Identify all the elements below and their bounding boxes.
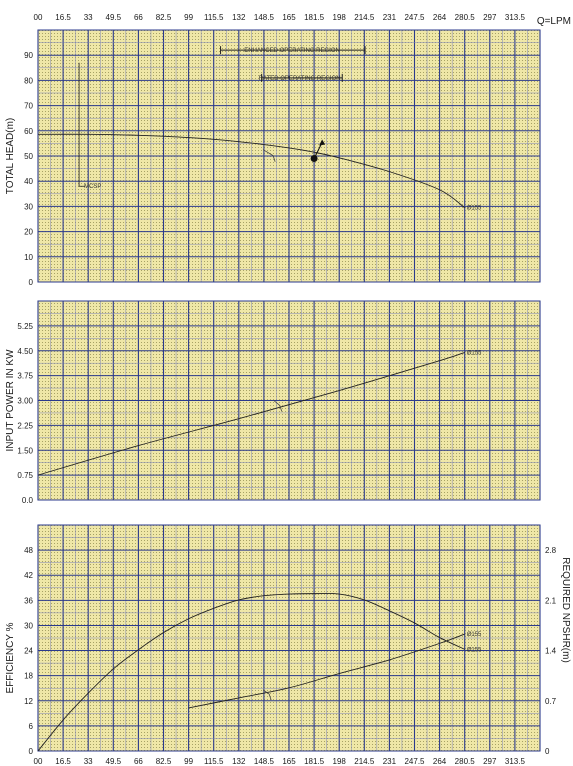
ytick-label-right: 0.7 xyxy=(545,697,557,706)
xtick-label-bottom: 66 xyxy=(134,757,143,766)
curve-label: Ø155 xyxy=(467,632,482,638)
enhanced-region-label: ENHANCED OPERATING REGION xyxy=(244,48,340,54)
curve-label: Ø155 xyxy=(467,350,482,356)
xtick-label-bottom: 313.5 xyxy=(505,757,526,766)
mcsp-marker xyxy=(78,62,86,187)
panel-2 xyxy=(37,300,541,501)
y-axis-title: INPUT POWER IN KW xyxy=(5,349,16,452)
panel-3 xyxy=(37,524,541,752)
ytick-label: 20 xyxy=(24,228,33,237)
ytick-label: 3.75 xyxy=(17,372,33,381)
xtick-label-bottom: 00 xyxy=(34,757,43,766)
ytick-label: 5.25 xyxy=(17,322,33,331)
curve-1 xyxy=(37,133,465,209)
xtick-label-top: 313.5 xyxy=(505,13,526,22)
ytick-label-right: 0 xyxy=(545,747,550,756)
y-axis-title: TOTAL HEAD(m) xyxy=(5,118,16,194)
ytick-label-right: 1.4 xyxy=(545,647,557,656)
ytick-label: 18 xyxy=(24,672,33,681)
xtick-label-bottom: 181.5 xyxy=(304,757,325,766)
ytick-label: 24 xyxy=(24,647,33,656)
y-axis-title: EFFICIENCY % xyxy=(5,622,16,693)
xtick-label-bottom: 16.5 xyxy=(55,757,71,766)
xtick-label-bottom: 148.5 xyxy=(254,757,275,766)
curve-3 xyxy=(37,593,465,752)
ytick-label: 10 xyxy=(24,253,33,262)
xtick-label-top: 264 xyxy=(433,13,447,22)
ytick-label: 70 xyxy=(24,102,33,111)
ytick-label: 0 xyxy=(29,747,34,756)
ytick-label-right: 2.8 xyxy=(545,546,557,555)
xtick-label-top: 33 xyxy=(84,13,93,22)
xtick-label-top: 99 xyxy=(184,13,193,22)
ytick-label: 1.50 xyxy=(17,446,33,455)
xtick-label-top: 132 xyxy=(232,13,246,22)
xtick-label-bottom: 115.5 xyxy=(204,757,224,766)
ytick-label: 30 xyxy=(24,202,33,211)
ytick-label: 50 xyxy=(24,152,33,161)
ytick-label: 0 xyxy=(29,278,34,287)
ytick-label: 2.25 xyxy=(17,421,33,430)
xtick-label-top: 115.5 xyxy=(204,13,224,22)
xtick-label-bottom: 247.5 xyxy=(404,757,425,766)
curve-label: Ø155 xyxy=(467,647,482,653)
curve-label: Ø155 xyxy=(467,206,482,212)
ytick-label-right: 2.1 xyxy=(545,596,557,605)
ytick-label: 0.0 xyxy=(22,496,34,505)
ytick-label: 90 xyxy=(24,51,33,60)
xtick-label-top: 00 xyxy=(34,13,43,22)
ytick-label: 3.00 xyxy=(17,397,33,406)
ytick-label: 42 xyxy=(24,571,33,580)
xtick-label-bottom: 231 xyxy=(383,757,397,766)
ytick-label: 40 xyxy=(24,177,33,186)
curve-4 xyxy=(188,633,465,709)
xtick-label-bottom: 132 xyxy=(232,757,246,766)
xtick-label-bottom: 297 xyxy=(483,757,497,766)
xtick-label-bottom: 99 xyxy=(184,757,193,766)
mcsp-label: MCSP xyxy=(84,184,101,190)
xtick-label-bottom: 82.5 xyxy=(156,757,172,766)
panel-1 xyxy=(37,29,541,283)
xtick-label-bottom: 49.5 xyxy=(106,757,122,766)
xtick-label-top: 214.5 xyxy=(354,13,375,22)
ytick-label: 4.50 xyxy=(17,347,33,356)
xtick-label-bottom: 214.5 xyxy=(354,757,375,766)
xtick-label-top: 66 xyxy=(134,13,143,22)
xtick-label-top: 148.5 xyxy=(254,13,275,22)
ytick-label: 12 xyxy=(24,697,33,706)
curve-2 xyxy=(37,351,465,476)
ytick-label: 60 xyxy=(24,127,33,136)
xtick-label-top: 280.5 xyxy=(455,13,476,22)
xtick-label-top: 231 xyxy=(383,13,397,22)
y-axis-title: REQUIRED NPSHR(m) xyxy=(560,557,571,663)
ytick-label: 6 xyxy=(29,722,34,731)
xtick-label-top: 49.5 xyxy=(106,13,122,22)
ytick-label: 36 xyxy=(24,596,33,605)
ytick-label: 80 xyxy=(24,76,33,85)
xtick-label-top: 165 xyxy=(282,13,296,22)
ytick-label: 30 xyxy=(24,621,33,630)
xtick-label-top: 247.5 xyxy=(404,13,425,22)
rated-region-label: RATED OPERATING REGION xyxy=(259,76,341,82)
xtick-label-top: 181.5 xyxy=(304,13,325,22)
xtick-label-bottom: 280.5 xyxy=(455,757,476,766)
xtick-label-top: 16.5 xyxy=(55,13,71,22)
xtick-label-bottom: 198 xyxy=(333,757,347,766)
xtick-label-bottom: 33 xyxy=(84,757,93,766)
xtick-label-top: 297 xyxy=(483,13,497,22)
ytick-label: 0.75 xyxy=(17,471,33,480)
x-axis-label: Q=LPM xyxy=(537,16,571,27)
xtick-label-top: 198 xyxy=(333,13,347,22)
xtick-label-bottom: 165 xyxy=(282,757,296,766)
ytick-label: 48 xyxy=(24,546,33,555)
xtick-label-top: 82.5 xyxy=(156,13,172,22)
xtick-label-bottom: 264 xyxy=(433,757,447,766)
